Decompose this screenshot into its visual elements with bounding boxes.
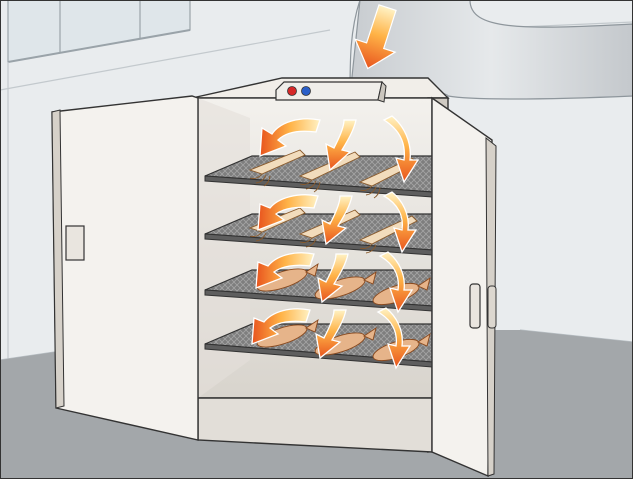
right-door-handle [470, 284, 480, 328]
control-panel [276, 82, 386, 102]
right-door [432, 98, 496, 476]
door-hinge [488, 286, 496, 328]
cabinet [52, 78, 496, 476]
left-door-handle [66, 226, 84, 260]
blue-indicator-light [302, 87, 311, 96]
left-door [52, 96, 198, 440]
red-indicator-light [288, 87, 297, 96]
